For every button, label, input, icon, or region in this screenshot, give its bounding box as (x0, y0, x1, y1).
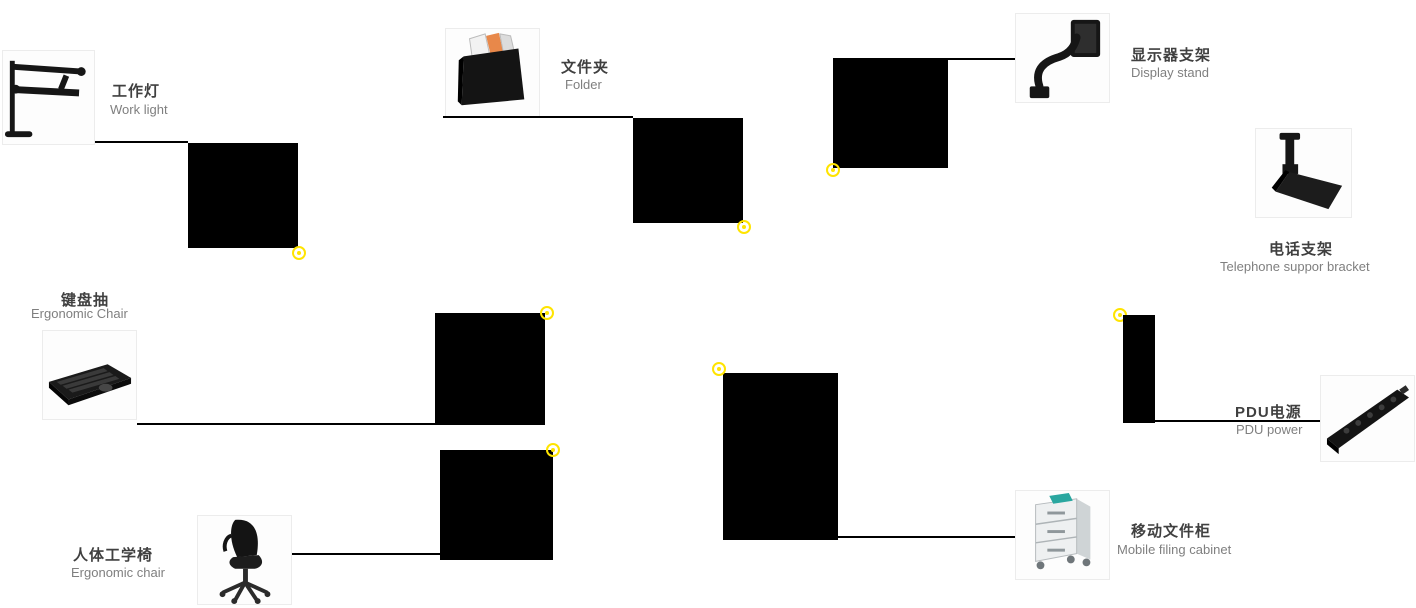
desk-lamp-icon (4, 60, 86, 138)
work-light-connector-line (95, 141, 188, 143)
keyboard-tray-connector-line (137, 423, 435, 425)
mobile-cabinet-connector-line (838, 536, 1015, 538)
ergonomic-chair-label-zh: 人体工学椅 (73, 547, 154, 564)
ergonomic-chair-hotspot-icon[interactable] (546, 443, 560, 457)
keyboard-tray-label-en: Ergonomic Chair (31, 306, 128, 321)
keyboard-tray-image[interactable] (42, 330, 137, 420)
work-light-label-en: Work light (110, 102, 168, 117)
work-light-hotspot-icon[interactable] (292, 246, 306, 260)
monitor-arm-icon (1029, 19, 1101, 99)
folder-label-zh: 文件夹 (561, 59, 610, 76)
ergonomic-chair-label-en: Ergonomic chair (71, 565, 165, 580)
folder-connector-line (443, 116, 633, 118)
folder-image[interactable] (445, 28, 540, 118)
display-stand-image[interactable] (1015, 13, 1110, 103)
filing-cabinet-icon (1035, 492, 1091, 570)
work-light-image[interactable] (2, 50, 95, 145)
folder-hotspot-icon[interactable] (737, 220, 751, 234)
ergonomic-chair-connector-line (292, 553, 440, 555)
pdu-connector-line (1155, 420, 1320, 422)
work-light-label-zh: 工作灯 (112, 83, 161, 100)
work-light-callout-box (188, 143, 298, 248)
keyboard-tray-label-zh: 键盘抽 (61, 292, 110, 309)
keyboard-icon (48, 364, 132, 406)
ergonomic-chair-image[interactable] (197, 515, 292, 605)
mobile-cabinet-image[interactable] (1015, 490, 1110, 580)
pdu-label-en: PDU power (1236, 422, 1303, 437)
display-stand-callout-box (833, 58, 948, 168)
folder-label-en: Folder (565, 77, 602, 92)
office-chair-icon (219, 519, 271, 604)
power-strip-icon (1326, 385, 1410, 455)
phone-bracket-icon (1271, 132, 1343, 210)
ergonomic-chair-callout-box (440, 450, 553, 560)
file-box-icon (457, 32, 525, 106)
mobile-cabinet-label-en: Mobile filing cabinet (1117, 542, 1232, 557)
telephone-bracket-image[interactable] (1255, 128, 1352, 218)
display-stand-label-en: Display stand (1131, 65, 1210, 80)
pdu-callout-box (1123, 315, 1155, 423)
display-stand-label-zh: 显示器支架 (1131, 47, 1212, 64)
mobile-cabinet-hotspot-icon[interactable] (712, 362, 726, 376)
display-stand-hotspot-icon[interactable] (826, 163, 840, 177)
display-stand-connector-line (948, 58, 1015, 60)
telephone-bracket-label-en: Telephone suppor bracket (1220, 259, 1370, 274)
mobile-cabinet-callout-box (723, 373, 838, 540)
keyboard-tray-callout-box (435, 313, 545, 425)
telephone-bracket-label-zh: 电话支架 (1269, 241, 1334, 258)
pdu-label-zh: PDU电源 (1235, 404, 1302, 421)
pdu-image[interactable] (1320, 375, 1415, 462)
keyboard-tray-hotspot-icon[interactable] (540, 306, 554, 320)
folder-callout-box (633, 118, 743, 223)
mobile-cabinet-label-zh: 移动文件柜 (1131, 523, 1212, 540)
